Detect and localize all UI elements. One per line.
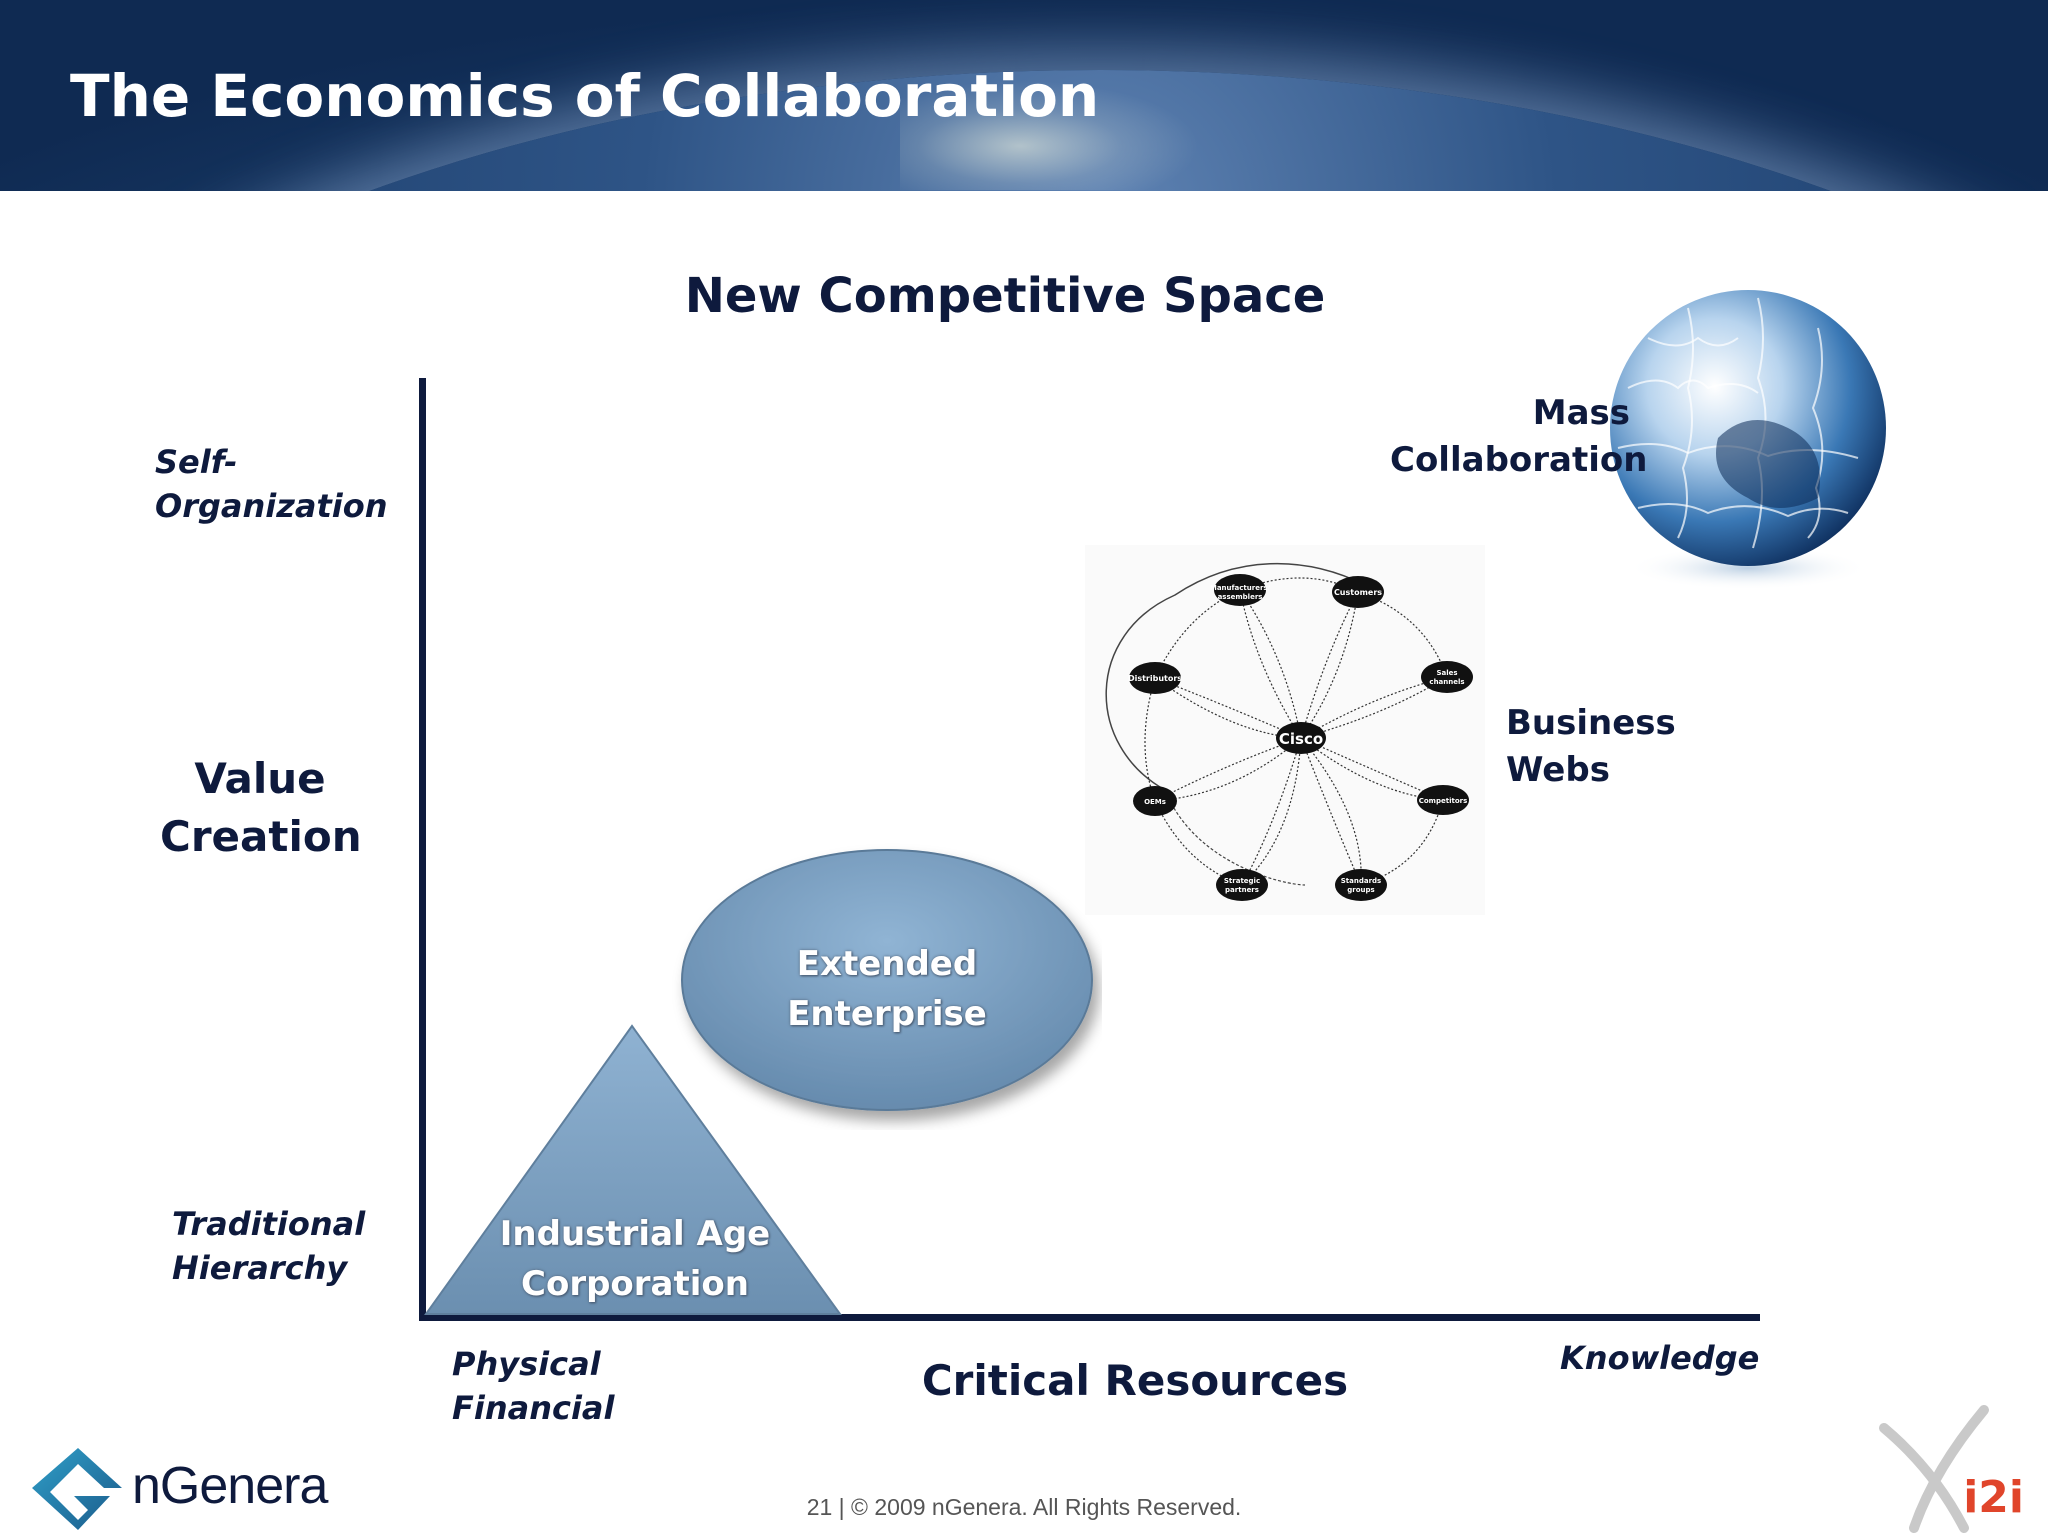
business-webs-label: Business Webs: [1506, 703, 1676, 790]
svg-text:Customers: Customers: [1334, 588, 1382, 597]
i2i-text: i2i: [1963, 1472, 2024, 1523]
industrial-triangle: [424, 1024, 842, 1315]
ngenera-logo-icon: [32, 1448, 122, 1530]
svg-text:groups: groups: [1347, 886, 1374, 894]
y-axis-label: Value Creation: [160, 754, 362, 861]
footer-copyright: 21 | © 2009 nGenera. All Rights Reserved…: [806, 1494, 1242, 1520]
business-web-diagram: Cisco Manufacturers/ assemblers Customer…: [1085, 545, 1485, 915]
mass-collab-label: Mass Collaboration: [1390, 393, 1648, 480]
extended-label: Extended Enterprise: [787, 944, 987, 1034]
svg-text:assemblers: assemblers: [1218, 593, 1263, 601]
x-axis-line: [419, 1314, 1760, 1321]
page-title: The Economics of Collaboration: [70, 62, 1100, 130]
ngenera-brand: nGenera: [132, 1457, 328, 1515]
svg-text:channels: channels: [1429, 678, 1464, 686]
extended-ellipse: [681, 849, 1093, 1111]
y-axis-line: [419, 378, 426, 1320]
x-left-label: Physical Financial: [452, 1345, 615, 1427]
puzzle-globe-image: [1610, 290, 1886, 590]
diagram-title: New Competitive Space: [684, 268, 1326, 324]
svg-text:OEMs: OEMs: [1144, 798, 1166, 806]
y-bottom-label: Traditional Hierarchy: [172, 1205, 366, 1287]
svg-text:Strategic: Strategic: [1224, 877, 1260, 885]
svg-text:Distributors: Distributors: [1128, 674, 1182, 683]
industrial-label: Industrial Age Corporation: [499, 1214, 771, 1304]
y-top-label: Self-Organization: [155, 443, 388, 525]
i2i-logo: i2i: [1879, 1405, 2024, 1533]
svg-text:Standards: Standards: [1341, 877, 1381, 885]
x-right-label: Knowledge: [1560, 1339, 1760, 1377]
svg-text:Sales: Sales: [1436, 669, 1457, 677]
header-banner: [0, 0, 2048, 191]
svg-text:Manufacturers/: Manufacturers/: [1210, 584, 1271, 592]
svg-text:partners: partners: [1225, 886, 1259, 894]
network-center: Cisco: [1279, 730, 1323, 748]
x-axis-label: Critical Resources: [921, 1356, 1349, 1405]
svg-text:Competitors: Competitors: [1419, 797, 1468, 805]
city-lights: [900, 80, 1200, 190]
